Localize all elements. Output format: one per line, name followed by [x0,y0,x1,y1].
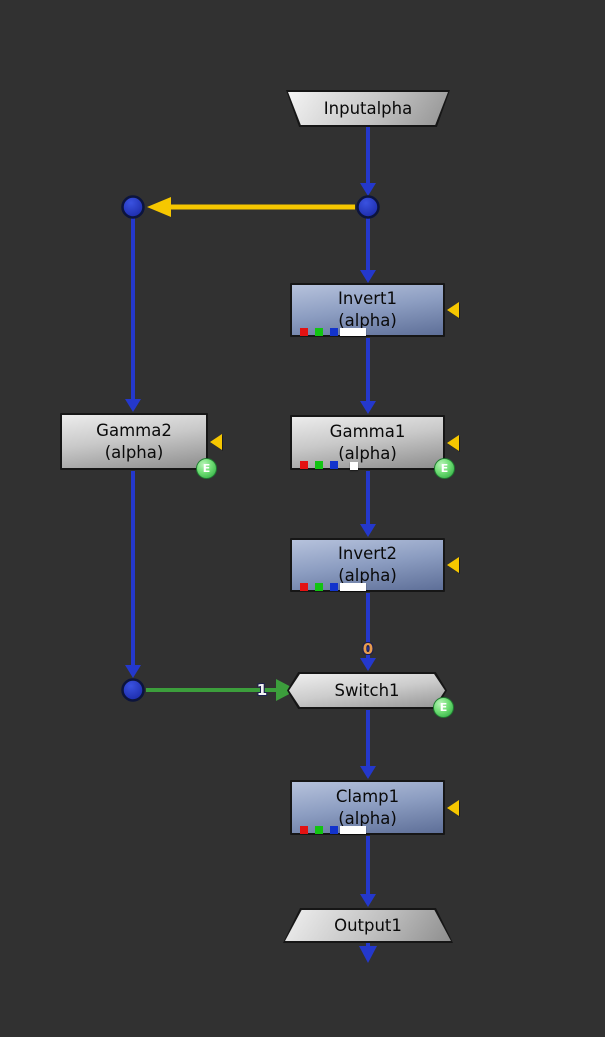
blue-channel-square [330,583,338,591]
wire-dot-to-switch1-green[interactable] [146,679,297,701]
node-title: Inputalpha [323,99,413,118]
node-title: Invert2 [338,544,397,563]
dot-node-top-left[interactable] [121,195,145,219]
red-channel-square [300,461,308,469]
node-title: Switch1 [334,681,400,700]
wire-dot-to-dot-yellow[interactable] [147,197,355,217]
red-channel-square [300,328,308,336]
mask-input-triangle-icon[interactable] [447,799,459,816]
node-title: Invert1 [338,289,397,308]
node-title: Gamma1 [329,421,406,441]
green-channel-square [315,826,323,834]
node-sublabel: (alpha) [338,443,397,463]
wire-dot-to-invert1[interactable] [360,218,376,283]
green-channel-square [315,328,323,336]
wire-output1-out[interactable] [359,942,377,963]
node-title: Output1 [334,916,402,935]
mask-input-triangle-icon[interactable] [210,433,222,450]
node-gamma2[interactable]: Gamma2 (alpha) E [60,413,222,479]
expression-badge-icon: E [196,458,217,479]
node-sublabel: (alpha) [338,808,397,828]
node-inputalpha[interactable]: Inputalpha [286,90,450,127]
wire-clamp1-to-output1[interactable] [360,836,376,907]
node-switch1[interactable]: Switch1 E [287,672,454,718]
node-sublabel: (alpha) [338,311,397,330]
node-clamp1[interactable]: Clamp1 (alpha) [290,780,459,835]
dot-node-top-right[interactable] [356,195,380,219]
expression-badge-icon: E [433,697,454,718]
wire-invert2-to-switch1[interactable] [360,593,376,671]
wire-invert1-to-gamma1[interactable] [360,338,376,414]
wire-gamma1-to-invert2[interactable] [360,471,376,537]
red-channel-square [300,826,308,834]
dot-node-bottom-left[interactable] [121,678,145,702]
red-channel-square [300,583,308,591]
node-output1[interactable]: Output1 [283,908,453,943]
node-sublabel: (alpha) [338,566,397,585]
mask-input-triangle-icon[interactable] [447,434,459,451]
wire-gamma2-to-dot[interactable] [125,471,141,678]
wire-dot-to-gamma2[interactable] [125,218,141,412]
node-sublabel: (alpha) [104,442,164,462]
blue-channel-square [330,328,338,336]
wire-inputalpha-to-dot[interactable] [360,127,376,196]
node-title: Gamma2 [96,420,172,440]
node-invert1[interactable]: Invert1 (alpha) [290,283,459,337]
node-gamma1[interactable]: Gamma1 (alpha) E [290,415,459,479]
green-channel-square [315,461,323,469]
blue-channel-square [330,461,338,469]
mask-input-triangle-icon[interactable] [447,557,459,573]
node-title: Clamp1 [335,786,400,806]
node-invert2[interactable]: Invert2 (alpha) [290,538,459,592]
blue-channel-square [330,826,338,834]
green-channel-square [315,583,323,591]
mask-input-triangle-icon[interactable] [447,302,459,318]
wire-switch1-to-clamp1[interactable] [360,710,376,779]
expression-badge-icon: E [434,458,455,479]
